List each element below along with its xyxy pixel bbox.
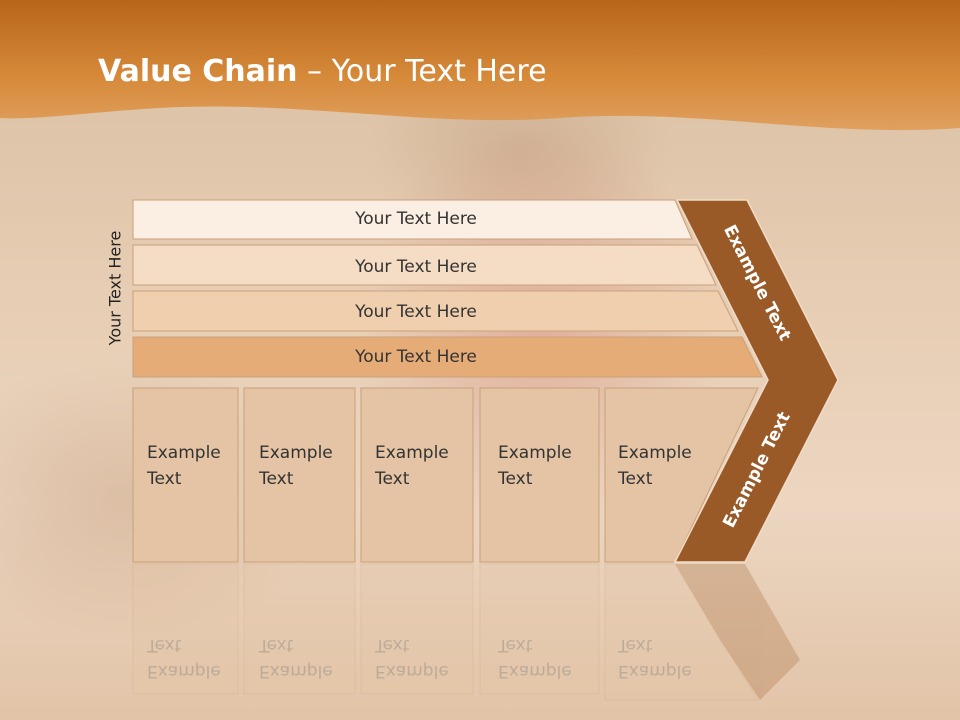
activity-box-4 — [479, 387, 600, 563]
box-label-reflection-2: Example Text — [259, 635, 333, 681]
chevron-arrow — [673, 199, 839, 563]
activity-box-2 — [243, 387, 356, 563]
box-label-reflection-4: Example Text — [498, 635, 572, 681]
box-label-2: Example Text — [259, 443, 333, 489]
box-label-3: Example Text — [375, 443, 449, 489]
chain-row-1 — [132, 199, 693, 240]
chain-row-2 — [132, 244, 717, 286]
box-label-reflection-1: Example Text — [147, 635, 221, 681]
activity-box-3 — [360, 387, 474, 563]
row-label-4: Your Text Here — [355, 347, 477, 367]
row-label-1: Your Text Here — [355, 209, 477, 229]
box-label-4: Example Text — [498, 443, 572, 489]
box-label-reflection-5: Example Text — [618, 635, 692, 681]
box-label-1: Example Text — [147, 443, 221, 489]
activity-box-1 — [132, 387, 239, 563]
row-label-3: Your Text Here — [355, 302, 477, 322]
chain-row-4 — [132, 336, 763, 378]
box-label-5: Example Text — [618, 443, 692, 489]
row-label-2: Your Text Here — [355, 257, 477, 277]
reflection — [132, 563, 800, 701]
header-banner — [0, 0, 960, 131]
box-label-reflection-3: Example Text — [375, 635, 449, 681]
chain-row-3 — [132, 290, 739, 332]
page-title: Value Chain – Your Text Here — [98, 54, 547, 89]
